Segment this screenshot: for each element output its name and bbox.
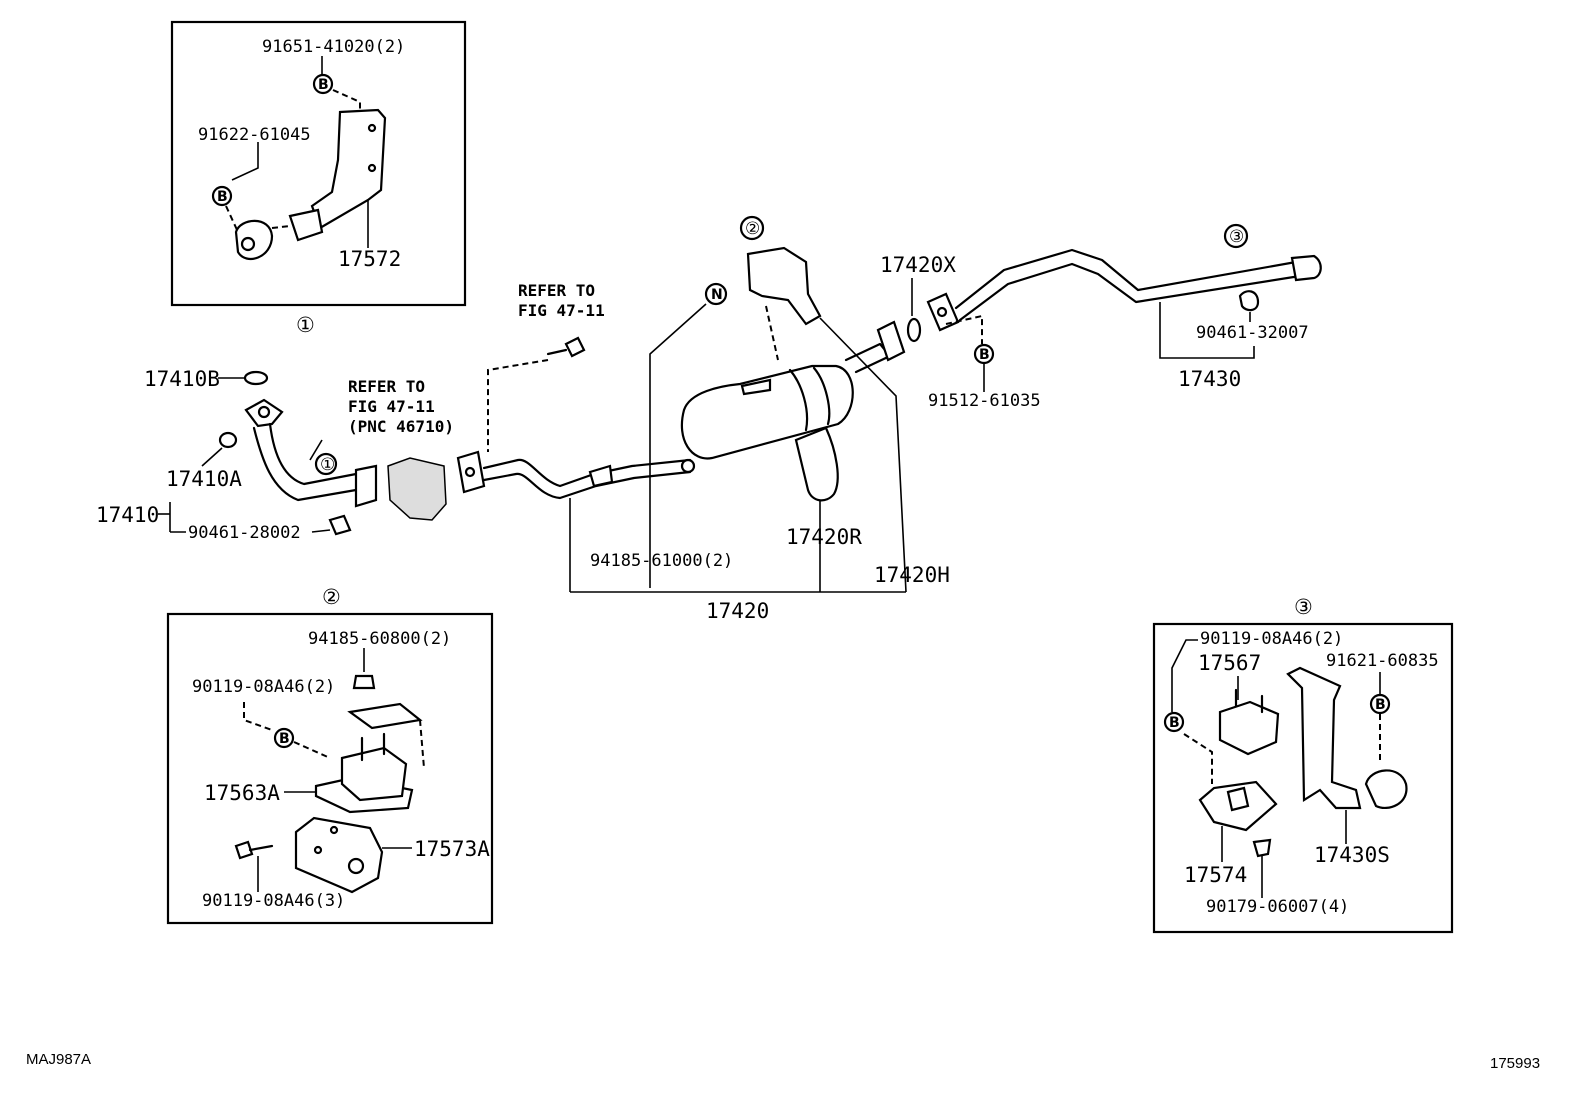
- nut-icon: [352, 674, 376, 690]
- circle-marker-3: ③: [1294, 595, 1313, 619]
- footer-right-code: 175993: [1490, 1055, 1540, 1072]
- bracket-17573A-shape: [294, 816, 384, 894]
- label-94185-60800[interactable]: 94185-60800(2): [308, 629, 451, 649]
- n-marker-text: N: [711, 287, 723, 303]
- b-marker-icon: [211, 185, 233, 207]
- footer-left-code: MAJ987A: [26, 1051, 91, 1068]
- circle-1-text: ①: [320, 455, 335, 475]
- front-pipe-17410-shape: [252, 426, 358, 502]
- label-17563A[interactable]: 17563A: [204, 781, 280, 805]
- main-assembly: REFER TO FIG 47-11 REFER TO FIG 47-11 (P…: [96, 215, 1322, 623]
- inset-2-frame: [166, 612, 494, 925]
- label-90119-08A46-2b[interactable]: 90119-08A46(2): [1200, 629, 1343, 649]
- label-90119-08A46-3[interactable]: 90119-08A46(3): [202, 891, 345, 911]
- label-17573A[interactable]: 17573A: [414, 837, 490, 861]
- muffler-17420-shape: [680, 364, 854, 460]
- b-marker-text: B: [1169, 715, 1180, 731]
- circle-2-text: ②: [745, 219, 760, 239]
- label-91621-60835[interactable]: 91621-60835: [1326, 651, 1439, 671]
- hanger-17420R-shape: [794, 426, 839, 502]
- inset-1: 91651-41020(2) B 91622-61045 B 17572: [170, 20, 467, 307]
- refer-to-text: REFER TO: [518, 281, 595, 300]
- label-90461-32007[interactable]: 90461-32007: [1196, 323, 1309, 343]
- circle-marker-1-main: [314, 452, 338, 476]
- catalytic-converter-ref-shape: [387, 457, 447, 521]
- refer-to-text-2: REFER TO: [348, 377, 425, 396]
- label-17430[interactable]: 17430: [1178, 367, 1241, 391]
- refer-pnc-text[interactable]: (PNC 46710): [348, 417, 454, 436]
- label-17567[interactable]: 17567: [1198, 651, 1261, 675]
- label-17574[interactable]: 17574: [1184, 863, 1247, 887]
- label-17420X[interactable]: 17420X: [880, 253, 956, 277]
- label-91651-41020[interactable]: 91651-41020(2): [262, 37, 405, 57]
- b-marker-icon: [1369, 693, 1391, 715]
- tail-pipe-17430-shape: [1290, 254, 1322, 282]
- label-17420[interactable]: 17420: [706, 599, 769, 623]
- b-marker-text: B: [979, 347, 990, 363]
- label-17430S[interactable]: 17430S: [1314, 843, 1390, 867]
- label-90461-28002[interactable]: 90461-28002: [188, 523, 301, 543]
- label-94185-61000[interactable]: 94185-61000(2): [590, 551, 733, 571]
- inset-3-frame: [1152, 622, 1454, 934]
- b-marker-icon: [973, 343, 995, 365]
- b-marker-text: B: [318, 77, 329, 93]
- gasket-17410B-icon: [243, 370, 269, 386]
- label-17410B[interactable]: 17410B: [144, 367, 220, 391]
- n-marker-icon: [704, 282, 728, 306]
- label-17410[interactable]: 17410: [96, 503, 159, 527]
- label-17572[interactable]: 17572: [338, 247, 401, 271]
- circle-marker-2-main: [739, 215, 765, 241]
- label-17420R[interactable]: 17420R: [786, 525, 862, 549]
- refer-fig-text-2[interactable]: FIG 47-11: [348, 397, 435, 416]
- circle-marker-3-main: [1223, 223, 1249, 249]
- circle-marker-1: ①: [296, 313, 315, 337]
- label-91622-61045[interactable]: 91622-61045: [198, 125, 311, 145]
- circle-3-text: ③: [1229, 227, 1244, 247]
- rubber-hanger-shape: [234, 219, 274, 261]
- inset-3: ③ 90119-08A46(2) 17567 91621-60835 B B 1…: [1152, 595, 1454, 934]
- b-marker-text: B: [1375, 697, 1386, 713]
- label-17420H[interactable]: 17420H: [874, 563, 950, 587]
- muffler-bracket-shape: [746, 246, 822, 326]
- bracket-17572-shape: [310, 108, 387, 230]
- bracket-17430S-shape: [1286, 666, 1362, 810]
- b-marker-text: B: [217, 189, 228, 205]
- b-marker-icon: [312, 73, 334, 95]
- b-marker-icon: [1163, 711, 1185, 733]
- b-marker-icon: [273, 727, 295, 749]
- b-marker-text: B: [279, 731, 290, 747]
- circle-marker-2: ②: [322, 585, 341, 609]
- label-90179-06007[interactable]: 90179-06007(4): [1206, 897, 1349, 917]
- label-91512-61035[interactable]: 91512-61035: [928, 391, 1041, 411]
- label-90119-08A46-2[interactable]: 90119-08A46(2): [192, 677, 335, 697]
- label-17410A[interactable]: 17410A: [166, 467, 242, 491]
- refer-fig-text[interactable]: FIG 47-11: [518, 301, 605, 320]
- inset-2: ② 94185-60800(2) 90119-08A46(2) B 17563A…: [166, 585, 494, 925]
- inset-1-frame: [170, 20, 467, 307]
